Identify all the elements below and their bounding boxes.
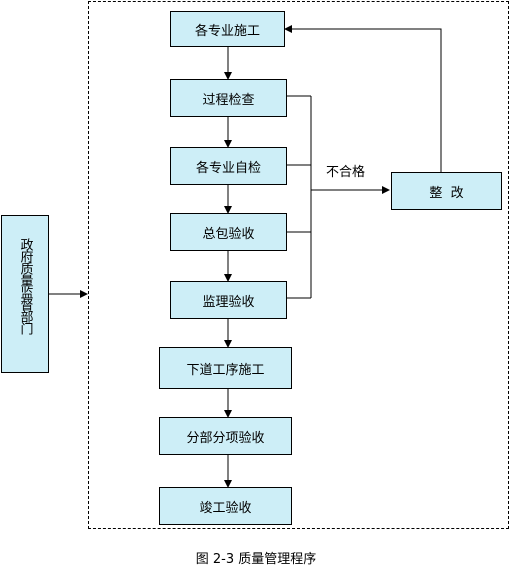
figure-caption: 图 2-3 质量管理程序 <box>195 552 317 567</box>
step-specialty-construction: 各专业施工 <box>170 11 285 47</box>
step-label: 各专业施工 <box>194 23 260 39</box>
rectify-box: 整 改 <box>391 172 502 210</box>
step-process-inspection: 过程检查 <box>170 79 287 117</box>
process-boundary <box>88 1 509 529</box>
step-label: 过程检查 <box>202 92 255 108</box>
step-supervision-acceptance: 监理验收 <box>170 281 287 319</box>
step-completion-acceptance: 竣工验收 <box>159 487 292 525</box>
step-general-contractor-acceptance: 总包验收 <box>170 213 287 251</box>
step-label: 各专业自检 <box>195 160 261 176</box>
gov-quality-supervision-box: 政府质量监督部门 <box>1 215 49 373</box>
rectify-label: 整 改 <box>429 185 464 201</box>
unqualified-label: 不合格 <box>326 165 366 180</box>
step-sub-project-acceptance: 分部分项验收 <box>159 417 292 455</box>
step-label: 下道工序施工 <box>186 362 265 378</box>
step-label: 监理验收 <box>202 294 255 310</box>
step-self-inspection: 各专业自检 <box>170 147 287 185</box>
gov-dept-label: 政府质量监督部门 <box>17 238 33 334</box>
step-label: 分部分项验收 <box>186 430 265 446</box>
step-label: 总包验收 <box>202 226 255 242</box>
step-next-process: 下道工序施工 <box>159 347 292 389</box>
feedback-arrow <box>284 25 442 172</box>
step-label: 竣工验收 <box>199 500 252 516</box>
